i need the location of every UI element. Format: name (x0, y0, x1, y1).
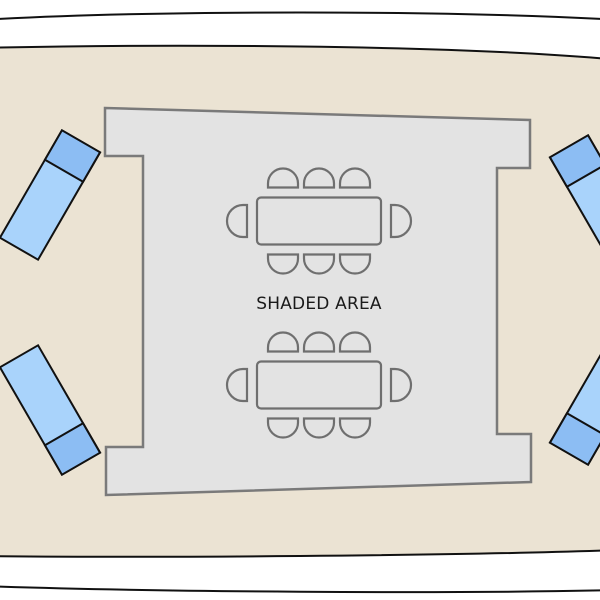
sun-lounger-bottom-left (0, 343, 102, 477)
chair (266, 417, 300, 439)
chair (302, 417, 336, 439)
chair (225, 367, 249, 403)
dining-set-upper (225, 167, 413, 275)
chair (302, 167, 336, 189)
chair (302, 253, 336, 275)
chair (338, 331, 372, 353)
shaded-area (103, 106, 533, 497)
chair (225, 203, 249, 239)
sun-lounger-top-left (0, 128, 102, 262)
shaded-area-label: SHADED AREA (256, 294, 382, 314)
chair (338, 253, 372, 275)
chair (389, 367, 413, 403)
chair (338, 417, 372, 439)
chair (266, 331, 300, 353)
chair (389, 203, 413, 239)
chair (302, 331, 336, 353)
dining-table (255, 360, 383, 410)
chair (266, 253, 300, 275)
sun-lounger-bottom-right (548, 333, 600, 467)
chair (338, 167, 372, 189)
chair (266, 167, 300, 189)
dining-table (255, 196, 383, 246)
dining-set-lower (225, 331, 413, 439)
sun-lounger-top-right (548, 133, 600, 267)
